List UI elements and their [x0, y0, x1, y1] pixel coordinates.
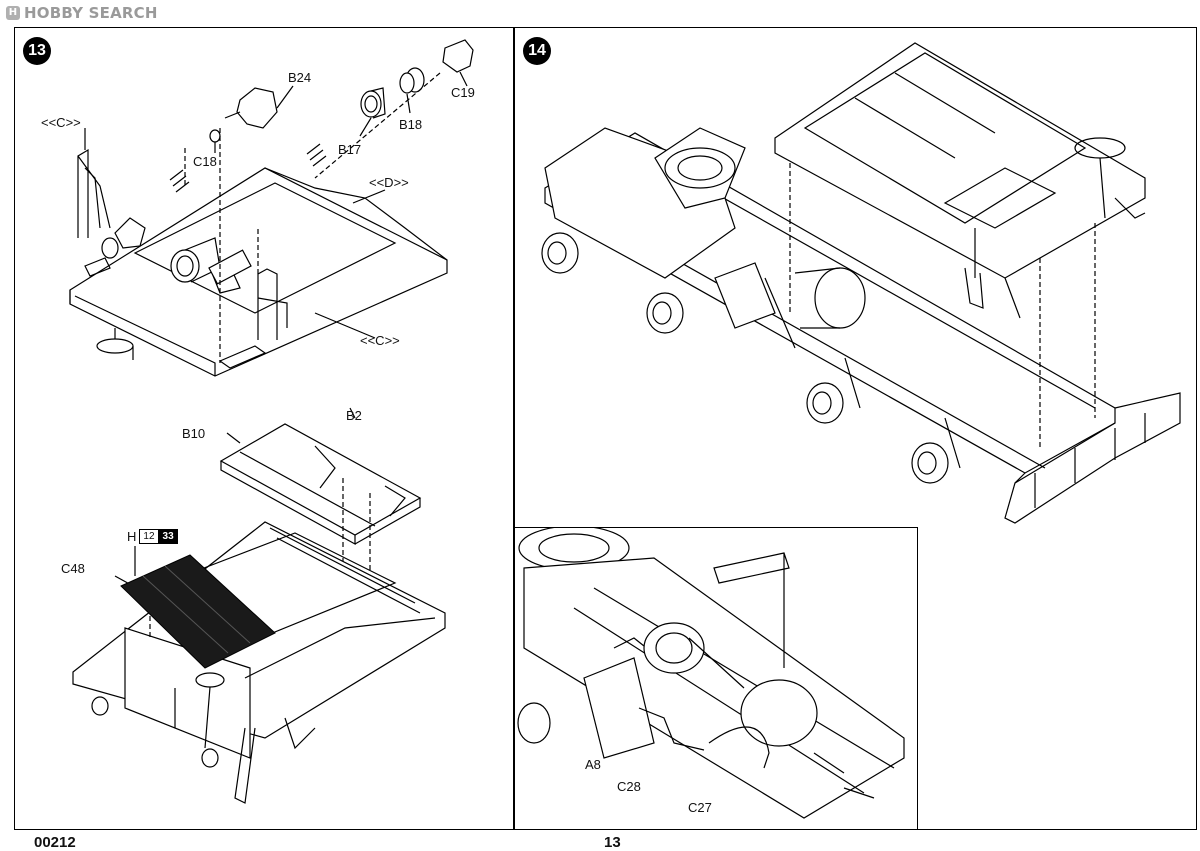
- reference-step: 33: [158, 529, 178, 544]
- part-label-c18: C18: [193, 154, 217, 169]
- part-label-b2: B2: [346, 408, 362, 423]
- step-14-detail-inset: A8 C28 C27: [514, 527, 918, 830]
- part-label-c-mid: <<C>>: [360, 333, 400, 348]
- watermark: H HOBBY SEARCH: [6, 4, 158, 22]
- watermark-text: HOBBY SEARCH: [24, 4, 158, 22]
- part-label-b18: B18: [399, 117, 423, 132]
- watermark-logo-icon: H: [6, 6, 20, 20]
- step-13-badge: 13: [23, 37, 51, 65]
- reference-letter: H: [127, 529, 137, 544]
- step-14-badge: 14: [523, 37, 551, 65]
- inset-drawing: [517, 528, 905, 819]
- product-code: 00212: [34, 834, 76, 851]
- part-label-c48: C48: [61, 561, 85, 576]
- part-label-b10: B10: [182, 426, 206, 441]
- step-13-panel: 13: [14, 27, 514, 830]
- part-label-b17: B17: [338, 142, 362, 157]
- part-label-c28: C28: [617, 779, 641, 794]
- part-label-d: <<D>>: [369, 175, 409, 190]
- part-label-c27: C27: [688, 800, 712, 815]
- page-number: 13: [604, 834, 621, 851]
- step-reference: H 12 33: [127, 529, 178, 544]
- step-14-panel: 14: [514, 27, 1197, 830]
- step-13-drawing: [69, 39, 474, 804]
- step-14-drawing: [541, 42, 1181, 524]
- part-label-c19: C19: [451, 85, 475, 100]
- part-label-b24: B24: [288, 70, 312, 85]
- reference-page: 12: [139, 529, 159, 544]
- part-label-a8: A8: [585, 757, 601, 772]
- part-label-c-top: <<C>>: [41, 115, 81, 130]
